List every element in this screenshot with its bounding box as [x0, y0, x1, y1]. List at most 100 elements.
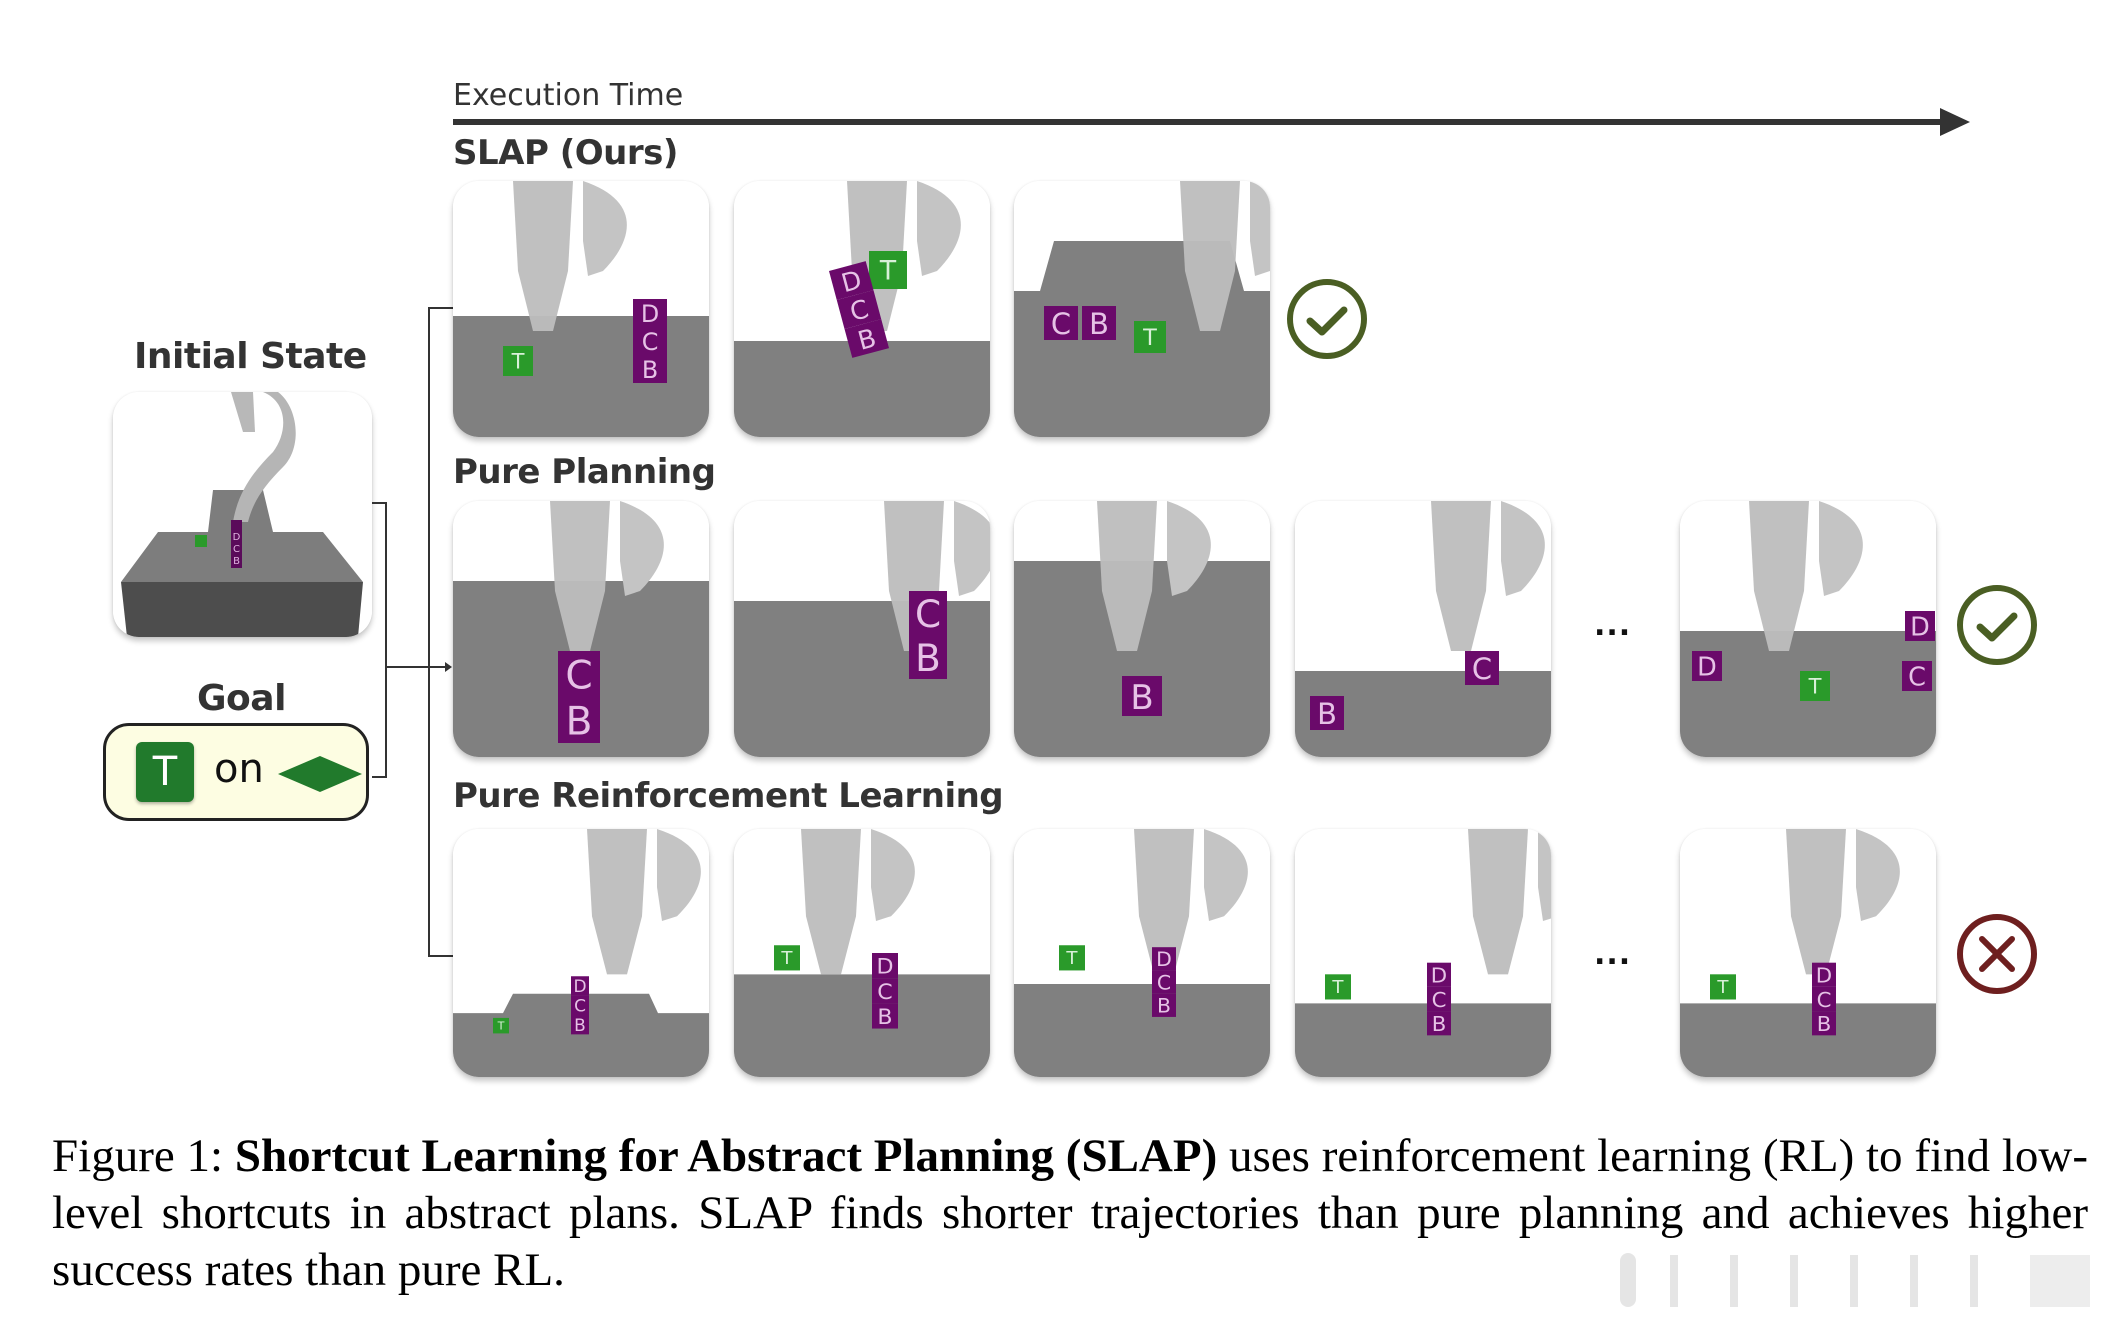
- table-surface: [1295, 671, 1551, 757]
- table-surface: [734, 601, 990, 757]
- block-label: C: [1817, 988, 1832, 1012]
- robot-arm-link: [657, 829, 701, 922]
- robot-arm: [1786, 829, 1846, 975]
- block-C: [1812, 986, 1836, 1012]
- block-B: [571, 1015, 589, 1035]
- block-T: [774, 945, 800, 971]
- block-D: [571, 976, 589, 996]
- robot-arm: [1749, 501, 1809, 651]
- block-stack: DCB: [633, 299, 667, 384]
- block-D: [829, 261, 874, 300]
- robot-arm: [587, 829, 647, 975]
- block-stack: DCB: [571, 976, 589, 1035]
- block-B: [633, 355, 667, 383]
- robot-arm-link: [583, 181, 627, 276]
- ellipsis-pure-rl: ...: [1594, 937, 1632, 972]
- figure-caption: Figure 1: Shortcut Learning for Abstract…: [52, 1128, 2088, 1299]
- robot-arm-link: [1501, 501, 1545, 596]
- block-stack: DCB: [829, 261, 889, 358]
- block-D: [872, 953, 898, 979]
- block-label: C: [1432, 988, 1447, 1012]
- block-D: [1812, 962, 1836, 987]
- block-T: [1710, 974, 1736, 1000]
- ellipsis-pure-planning: ...: [1594, 608, 1632, 643]
- table-surface: [1295, 1003, 1551, 1077]
- caption-bold-title: Shortcut Learning for Abstract Planning …: [234, 1130, 1218, 1182]
- table-surface: [1014, 561, 1270, 757]
- block-T: [1325, 974, 1351, 1000]
- timeline-label: Execution Time: [453, 78, 684, 113]
- block-label: T: [1331, 977, 1343, 998]
- robot-arm-link: [1204, 829, 1248, 922]
- row-title-pure-planning: Pure Planning: [453, 452, 716, 492]
- initial-state-image: D C B: [113, 392, 372, 637]
- block-label: B: [574, 1015, 586, 1035]
- block-label: D: [641, 300, 659, 328]
- robot-arm-link: [1856, 829, 1900, 922]
- goal-target-diamond-icon: [278, 756, 362, 792]
- frame-pure-planning-3: B: [1014, 501, 1270, 757]
- robot-arm-link: [1250, 181, 1270, 276]
- robot-arm-link: [954, 501, 990, 596]
- block-label: T: [780, 948, 792, 969]
- block-C: [1152, 970, 1176, 994]
- block-D: [1905, 611, 1935, 641]
- block-C: [1044, 306, 1078, 340]
- block-B: [1122, 676, 1162, 716]
- block-label: C: [1157, 971, 1171, 995]
- block-label: B: [1157, 994, 1171, 1018]
- timeline-arrow: [453, 108, 1970, 136]
- block-B: [909, 635, 947, 679]
- row-title-slap: SLAP (Ours): [453, 133, 678, 173]
- block-C: [1427, 986, 1451, 1012]
- block-label: T: [1065, 948, 1077, 969]
- block-B: [872, 1003, 898, 1029]
- block-D: [1427, 962, 1451, 987]
- block-stack: DCB: [1812, 962, 1836, 1036]
- robot-arm-link: [917, 181, 961, 276]
- table-surface: [734, 341, 990, 437]
- block-label: B: [566, 700, 593, 745]
- robot-arm: [550, 501, 610, 651]
- block-C: [909, 591, 947, 635]
- table-surface: [453, 316, 709, 437]
- block-label: C: [1051, 307, 1071, 341]
- block-label: C: [1472, 652, 1492, 686]
- robot-arm: [1134, 829, 1194, 975]
- block-B: [844, 319, 889, 358]
- block-D: [633, 299, 667, 327]
- block-label: D: [1431, 964, 1447, 988]
- robot-arm-link: [620, 501, 664, 596]
- robot-arm: [1097, 501, 1157, 651]
- goal-block-T: T: [136, 742, 194, 802]
- block-stack: [231, 520, 242, 568]
- success-check-icon-slap: [1285, 277, 1369, 366]
- block-stack: CB: [558, 651, 600, 745]
- block-D: [1692, 651, 1722, 681]
- block-C: [558, 651, 600, 697]
- block-label: D: [1697, 653, 1717, 683]
- table-surface: [453, 993, 709, 1077]
- block-T: [1134, 321, 1166, 353]
- robot-arm: [513, 181, 573, 331]
- robot-arm: [1180, 181, 1240, 331]
- block-label: C: [233, 544, 240, 555]
- block-label: T: [511, 350, 525, 374]
- block-label: B: [642, 356, 658, 384]
- block-label: T: [879, 256, 897, 287]
- block-label: D: [876, 955, 893, 980]
- robot-arm-link: [1167, 501, 1211, 596]
- robot-arm-link: [871, 829, 915, 922]
- block-label: B: [1817, 1012, 1832, 1036]
- block-label: D: [1816, 964, 1832, 988]
- block-C: [1902, 661, 1932, 691]
- block-T: [493, 1017, 509, 1034]
